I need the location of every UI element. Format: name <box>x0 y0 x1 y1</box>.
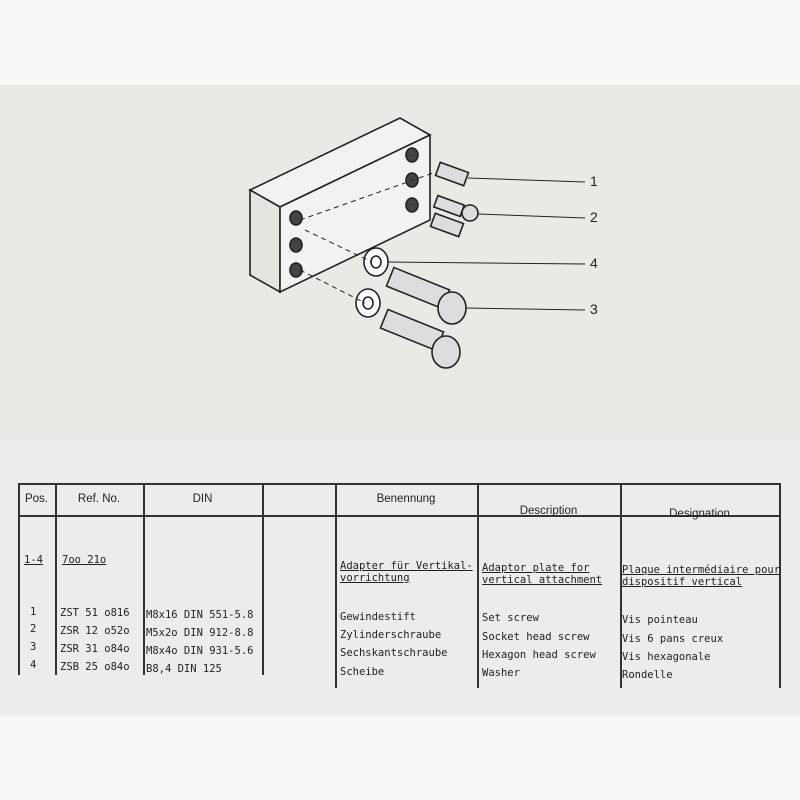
row-benennung: Scheibe <box>340 666 385 678</box>
header-pos: Pos. <box>24 493 48 505</box>
adapter-plate-side <box>279 133 431 294</box>
row-pos: 4 <box>30 659 37 671</box>
row-benennung: Gewindestift <box>340 611 416 623</box>
assembly-description: vertical attachment <box>482 574 603 586</box>
column-divider <box>620 483 622 688</box>
column-divider <box>335 483 337 688</box>
column-divider <box>143 483 145 675</box>
assembly-designation: dispositif vertical <box>622 576 743 588</box>
row-description: Socket head screw <box>482 631 590 643</box>
assembly-pos: 1-4 <box>24 554 43 566</box>
callout-label: 3 <box>590 301 598 317</box>
assembly-benennung: Adapter für Vertikal- <box>340 560 473 572</box>
header-description: Description <box>519 505 578 517</box>
row-designation: Vis 6 pans creux <box>622 633 724 645</box>
table-border <box>18 483 780 485</box>
row-ref: ZSR 31 o84o <box>60 643 130 655</box>
column-divider <box>477 483 479 688</box>
callout-label: 4 <box>590 255 598 271</box>
parts-table: Pos. Ref. No. DIN Benennung Description … <box>18 483 781 688</box>
header-designation: Designation <box>669 508 730 520</box>
column-divider <box>779 483 781 688</box>
assembly-ref: 7oo 21o <box>62 554 107 566</box>
hexagon-head-screw <box>379 266 467 369</box>
scanned-page-lower <box>0 440 800 715</box>
header-benennung: Benennung <box>376 493 436 505</box>
row-description: Set screw <box>482 612 539 624</box>
row-din: B8,4 DIN 125 <box>146 663 222 675</box>
set-screw-2 <box>429 212 465 238</box>
row-din: M8x4o DIN 931-5.6 <box>146 645 254 657</box>
row-din: M5x2o DIN 912-8.8 <box>146 627 254 639</box>
row-pos: 3 <box>30 641 37 653</box>
column-divider <box>262 483 264 675</box>
callout-label: 2 <box>590 209 598 225</box>
row-din: M8x16 DIN 551-5.8 <box>146 609 254 621</box>
header-din: DIN <box>192 493 213 505</box>
row-designation: Vis hexagonale <box>622 651 711 663</box>
row-pos: 2 <box>30 623 37 635</box>
row-benennung: Zylinderschraube <box>340 629 442 641</box>
socket-head-screw <box>432 194 479 222</box>
row-description: Hexagon head screw <box>482 649 596 661</box>
row-designation: Vis pointeau <box>622 614 698 626</box>
set-screw <box>434 161 470 187</box>
row-designation: Rondelle <box>622 669 673 681</box>
header-ref-no: Ref. No. <box>77 493 121 505</box>
assembly-designation: Plaque intermédiaire pour <box>622 564 781 576</box>
row-ref: ZSB 25 o84o <box>60 661 130 673</box>
column-divider <box>18 483 20 675</box>
row-benennung: Sechskantschraube <box>340 647 448 659</box>
row-ref: ZSR 12 o52o <box>60 625 130 637</box>
row-ref: ZST 51 o816 <box>60 607 130 619</box>
assembly-description: Adaptor plate for <box>482 562 590 574</box>
assembly-benennung: vorrichtung <box>340 572 410 584</box>
row-description: Washer <box>482 667 520 679</box>
callout-label: 1 <box>590 173 598 189</box>
adapter-plate-front <box>249 188 281 294</box>
column-divider <box>55 483 57 675</box>
washer <box>355 247 389 318</box>
row-pos: 1 <box>30 606 37 618</box>
header-divider <box>18 515 780 517</box>
